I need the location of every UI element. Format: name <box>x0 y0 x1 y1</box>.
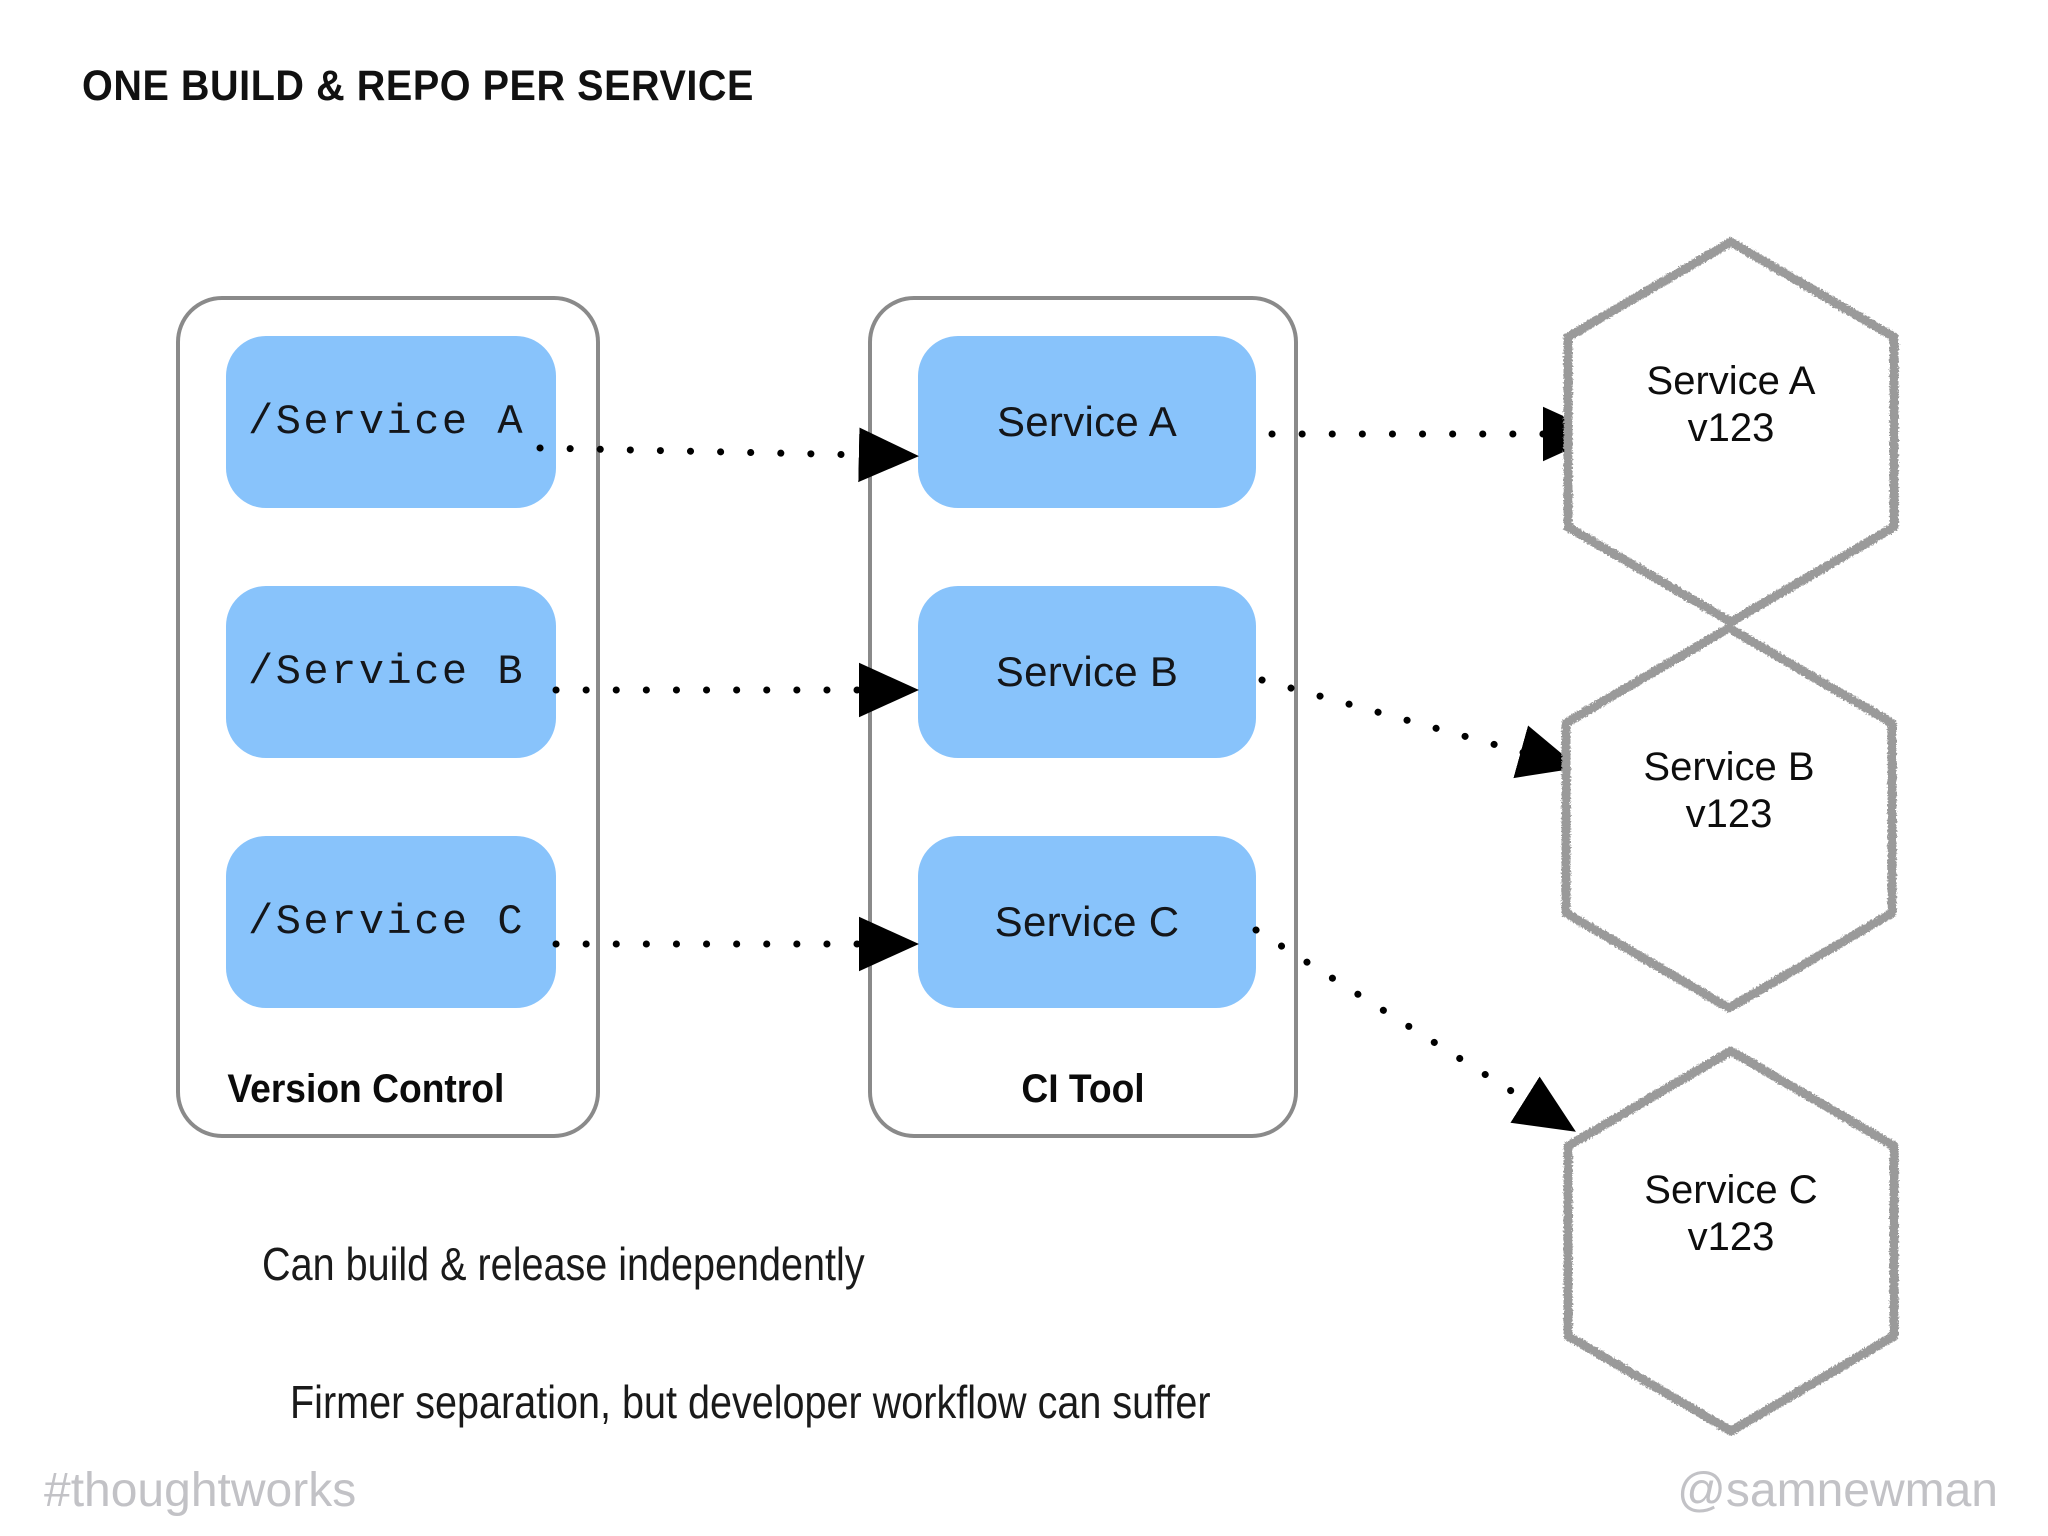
artifact-version: v123 <box>1687 1215 1775 1260</box>
ci-tile-service-b[interactable]: Service B <box>918 586 1256 758</box>
artifact-name: Service C <box>1644 1168 1818 1212</box>
page-title: ONE BUILD & REPO PER SERVICE <box>82 62 754 110</box>
ci-tile-label: Service C <box>994 898 1180 945</box>
repo-tile-label: /Service B <box>248 648 526 696</box>
arrow-ci-b-to-artifact-b <box>1258 676 1579 779</box>
repo-tile-service-c[interactable]: /Service C <box>226 836 556 1008</box>
footer-hashtag: #thoughtworks <box>44 1464 357 1517</box>
ci-tile-label: Service B <box>995 648 1179 695</box>
artifact-version: v123 <box>1687 406 1775 451</box>
version-control-label: Version Control <box>227 1067 505 1111</box>
caption-firmer-separation: Firmer separation, but developer workflo… <box>290 1376 1211 1428</box>
repo-tile-service-a[interactable]: /Service A <box>226 336 556 508</box>
ci-tool-label: CI Tool <box>1021 1067 1145 1111</box>
caption-build-release: Can build & release independently <box>262 1238 865 1290</box>
artifact-name: Service B <box>1643 745 1815 789</box>
artifact-name: Service A <box>1646 359 1816 403</box>
repo-tile-label: /Service A <box>248 398 526 446</box>
ci-tile-service-a[interactable]: Service A <box>918 336 1256 508</box>
footer-handle: @samnewman <box>1677 1464 1998 1517</box>
artifact-version: v123 <box>1685 792 1773 837</box>
arrow-ci-c-to-artifact-c <box>1252 926 1576 1132</box>
artifact-label-service-a: Service A v123 <box>1568 358 1894 452</box>
artifact-label-service-b: Service B v123 <box>1566 744 1892 838</box>
ci-tool-container: Service A Service B Service C CI Tool <box>868 296 1298 1138</box>
ci-tile-label: Service A <box>996 398 1178 445</box>
artifact-label-service-c: Service C v123 <box>1568 1167 1894 1261</box>
version-control-container: /Service A /Service B /Service C Version… <box>176 296 600 1138</box>
repo-tile-service-b[interactable]: /Service B <box>226 586 556 758</box>
ci-tile-service-c[interactable]: Service C <box>918 836 1256 1008</box>
repo-tile-label: /Service C <box>248 898 526 946</box>
